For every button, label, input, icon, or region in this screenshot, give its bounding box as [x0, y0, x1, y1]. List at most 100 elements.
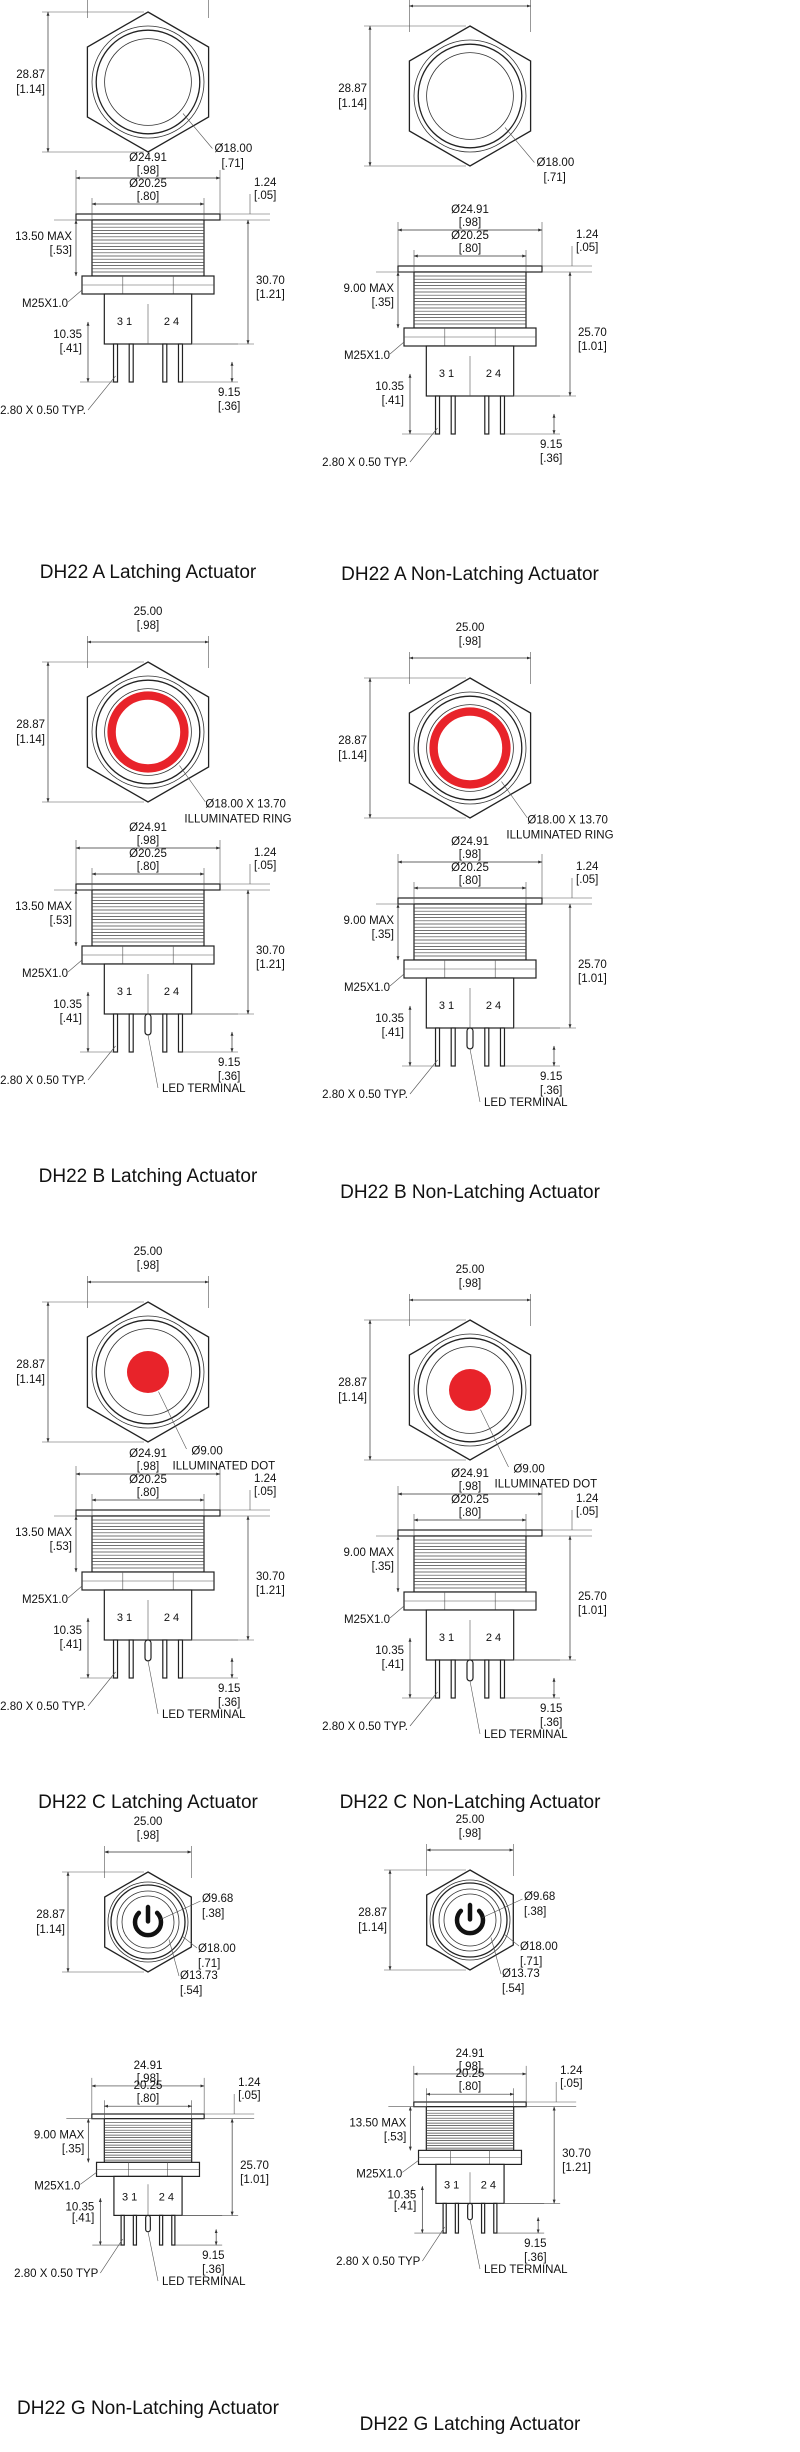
leader: [100, 2238, 123, 2274]
terminal-pin: [454, 2202, 460, 2234]
terminal-pin: [112, 1639, 119, 1679]
terminal-pin: [128, 1013, 134, 1053]
leader: [147, 1660, 159, 1715]
leader: [168, 1939, 180, 1977]
bezel-outer-circle: [413, 1333, 527, 1447]
led-terminal-callout: LED TERMINAL: [162, 1083, 246, 1095]
max-thickness-label: 13.50 MAX: [15, 901, 72, 913]
leader: [87, 1671, 116, 1707]
pin-size-callout: 2.80 X 0.50 TYP.: [0, 405, 86, 417]
height-inch-label: [1.14]: [16, 1374, 45, 1386]
max-thickness-inch-label: [.53]: [384, 2132, 406, 2144]
length-inch-label: [1.21]: [562, 2162, 591, 2174]
bezel-circle: [95, 1319, 201, 1425]
thread-callout: M25X1.0: [356, 2168, 402, 2180]
terminal-numbers-left: 3 1: [117, 1612, 132, 1624]
diameter-inch-label: [.71]: [198, 1958, 220, 1970]
diameter-inch-label: [.71]: [544, 172, 566, 184]
illuminated-dot: [449, 1369, 491, 1411]
width-label: 25.00: [134, 1246, 163, 1258]
terminal-pin: [128, 343, 134, 383]
tip-inch-label: [.36]: [218, 401, 240, 413]
terminal-pin: [177, 1639, 184, 1679]
hex-nut-outline: [86, 11, 210, 153]
ring-diameter-label: Ø18.00 X 13.70: [205, 799, 286, 811]
leader: [409, 427, 438, 463]
terminal-height-inch-label: [.41]: [60, 1639, 82, 1651]
terminal-pin: [434, 1659, 441, 1699]
length-inch-label: [1.01]: [578, 973, 607, 985]
body-diameter-label: Ø20.25: [451, 1494, 489, 1506]
leader: [87, 375, 116, 411]
bezel-outer-circle: [107, 1881, 189, 1963]
thread-callout: M25X1.0: [344, 1614, 390, 1626]
terminal-pin: [499, 1659, 506, 1699]
terminal-height-inch-label: [.41]: [382, 395, 404, 407]
terminal-pin: [162, 1013, 168, 1053]
tip-label: 9.15: [540, 1703, 562, 1715]
terminal-numbers-left: 3 1: [439, 1000, 454, 1012]
threaded-body: [413, 903, 527, 961]
terminal-numbers-left: 3 1: [117, 316, 132, 328]
terminal-pin: [480, 2202, 486, 2234]
width-label: 25.00: [134, 1816, 163, 1828]
illuminated-ring: [429, 707, 511, 789]
height-inch-label: [1.14]: [358, 1922, 387, 1934]
cap-height-inch-label: [.05]: [254, 190, 276, 202]
length-inch-label: [1.01]: [240, 2174, 269, 2186]
terminal-numbers-right: 2 4: [486, 1000, 501, 1012]
tip-inch-label: [.36]: [218, 1071, 240, 1083]
width-label: 25.00: [134, 606, 163, 618]
flange-diameter-inch-label: [.98]: [137, 165, 159, 177]
power-diameter-label: Ø9.68: [524, 1891, 555, 1903]
bezel-circle: [417, 1337, 523, 1443]
pin-size-callout: 2.80 X 0.50 TYP.: [322, 1721, 408, 1733]
actuator-flange: [91, 2113, 205, 2120]
cap-height-label: 1.24: [254, 847, 277, 859]
bezel-circle: [95, 29, 201, 135]
terminal-pin: [171, 2214, 176, 2246]
cap-height-inch-label: [.05]: [576, 1506, 598, 1518]
terminal-pin: [450, 395, 456, 435]
height-label: 28.87: [338, 1377, 367, 1389]
terminal-pin: [158, 2214, 164, 2246]
terminal-height-inch-label: [.41]: [394, 2201, 416, 2213]
width-inch-label: [.98]: [137, 620, 159, 632]
body-diameter-inch-label: [.80]: [459, 2081, 481, 2093]
leader: [409, 1691, 438, 1727]
bezel-outer-circle: [413, 691, 527, 805]
leader: [389, 1605, 405, 1619]
hex-nut-outline: [104, 1871, 192, 1973]
led-terminal: [144, 1639, 152, 1662]
length-inch-label: [1.21]: [256, 959, 285, 971]
tip-label: 9.15: [218, 1683, 240, 1695]
terminal-pin: [434, 1027, 441, 1067]
length-label: 30.70: [256, 945, 285, 957]
button-circle: [426, 1346, 514, 1434]
button-circle: [426, 52, 514, 140]
leader: [422, 2226, 445, 2262]
height-inch-label: [1.14]: [16, 734, 45, 746]
button-circle: [438, 1888, 502, 1952]
power-icon: [132, 1910, 164, 1938]
flange-diameter-inch-label: [.98]: [459, 217, 481, 229]
body-diameter-inch-label: [.80]: [459, 875, 481, 887]
terminal-pin: [162, 343, 168, 383]
button-circle: [116, 1890, 180, 1954]
leader: [158, 1391, 187, 1450]
cap-height-label: 1.24: [576, 229, 599, 241]
pin-size-callout: 2.80 X 0.50 TYP.: [322, 1089, 408, 1101]
diameter-label: Ø18.00: [198, 1943, 236, 1955]
actuator-flange: [75, 1509, 221, 1517]
actuator-flange: [75, 883, 221, 891]
height-label: 28.87: [16, 69, 45, 81]
width-label: 25.00: [456, 1264, 485, 1276]
drawing-panel-g-latching: 25.00[.98]28.87[1.14]Ø9.68[.38]Ø18.00[.7…: [336, 1814, 591, 2435]
leader: [181, 1935, 198, 1949]
threaded-body: [413, 1535, 527, 1593]
threaded-body: [91, 889, 205, 947]
terminal-pin: [499, 1027, 506, 1067]
max-thickness-inch-label: [.35]: [372, 297, 394, 309]
led-terminal-callout: LED TERMINAL: [484, 1097, 568, 1109]
